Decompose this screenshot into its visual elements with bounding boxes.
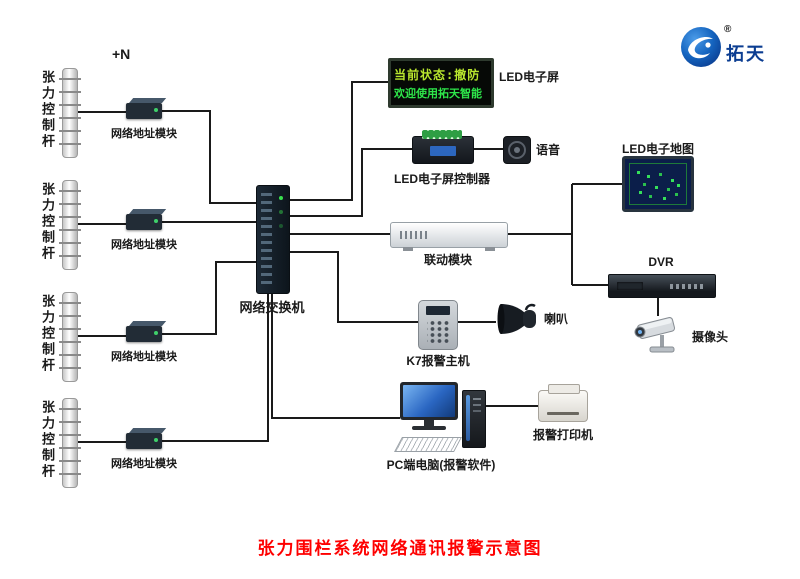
pc-monitor-screen bbox=[403, 385, 455, 417]
k7-keypad bbox=[427, 319, 449, 344]
pc-tower bbox=[462, 390, 486, 448]
brand-logo-icon bbox=[680, 26, 722, 73]
horn-label: 喇叭 bbox=[544, 312, 569, 326]
led-controller bbox=[412, 130, 474, 164]
network-switch bbox=[256, 185, 290, 294]
linkage-label: 联动模块 bbox=[423, 253, 472, 267]
dvr-label: DVR bbox=[648, 255, 674, 269]
network-address-module bbox=[126, 103, 162, 119]
pc-monitor bbox=[400, 382, 458, 420]
registered-mark: ® bbox=[724, 24, 732, 35]
voice-label: 语音 bbox=[536, 143, 561, 157]
alarm-printer bbox=[538, 384, 588, 422]
led-display-line1: 当前状态:撤防 bbox=[394, 67, 481, 82]
pole-label: 张力控制杆 bbox=[40, 70, 55, 150]
switch-label: 网络交换机 bbox=[239, 300, 305, 315]
tension-pole bbox=[59, 398, 81, 488]
module-label: 网络地址模块 bbox=[111, 239, 177, 251]
pc-label: PC端电脑(报警软件) bbox=[386, 458, 496, 472]
k7-label: K7报警主机 bbox=[406, 354, 470, 368]
dvr-device bbox=[608, 274, 716, 298]
pole-label: 张力控制杆 bbox=[40, 294, 55, 374]
diagram-title: 张力围栏系统网络通讯报警示意图 bbox=[257, 539, 543, 558]
led-display-line2: 欢迎使用拓天智能 bbox=[394, 86, 482, 100]
brand-name: 拓天 bbox=[726, 44, 766, 64]
module-label: 网络地址模块 bbox=[111, 351, 177, 363]
voice-speaker bbox=[503, 136, 531, 164]
led-controller-label: LED电子屏控制器 bbox=[393, 172, 490, 186]
k7-alarm-host bbox=[418, 300, 458, 350]
horn-speaker-icon bbox=[496, 302, 538, 345]
pc-monitor-base bbox=[412, 426, 446, 430]
pole-label: 张力控制杆 bbox=[40, 400, 55, 480]
pc-monitor-stand bbox=[424, 420, 434, 426]
cctv-camera-icon bbox=[630, 312, 688, 361]
printer-label: 报警打印机 bbox=[532, 428, 593, 442]
pc-keyboard bbox=[394, 437, 462, 452]
module-label: 网络地址模块 bbox=[111, 458, 177, 470]
network-address-module bbox=[126, 433, 162, 449]
led-display-label: LED电子屏 bbox=[499, 70, 560, 84]
network-address-module bbox=[126, 326, 162, 342]
tension-pole bbox=[59, 292, 81, 382]
led-display: 当前状态:撤防 欢迎使用拓天智能 bbox=[388, 58, 494, 108]
tension-pole bbox=[59, 68, 81, 158]
tension-pole bbox=[59, 180, 81, 270]
led-map-label: LED电子地图 bbox=[621, 142, 694, 156]
network-address-module bbox=[126, 214, 162, 230]
module-label: 网络地址模块 bbox=[111, 128, 177, 140]
plus-n-label: +N bbox=[112, 46, 131, 62]
k7-screen bbox=[426, 306, 450, 315]
led-map bbox=[622, 156, 694, 212]
camera-label: 摄像头 bbox=[692, 330, 729, 344]
linkage-module bbox=[390, 222, 508, 251]
pole-label: 张力控制杆 bbox=[40, 182, 55, 262]
